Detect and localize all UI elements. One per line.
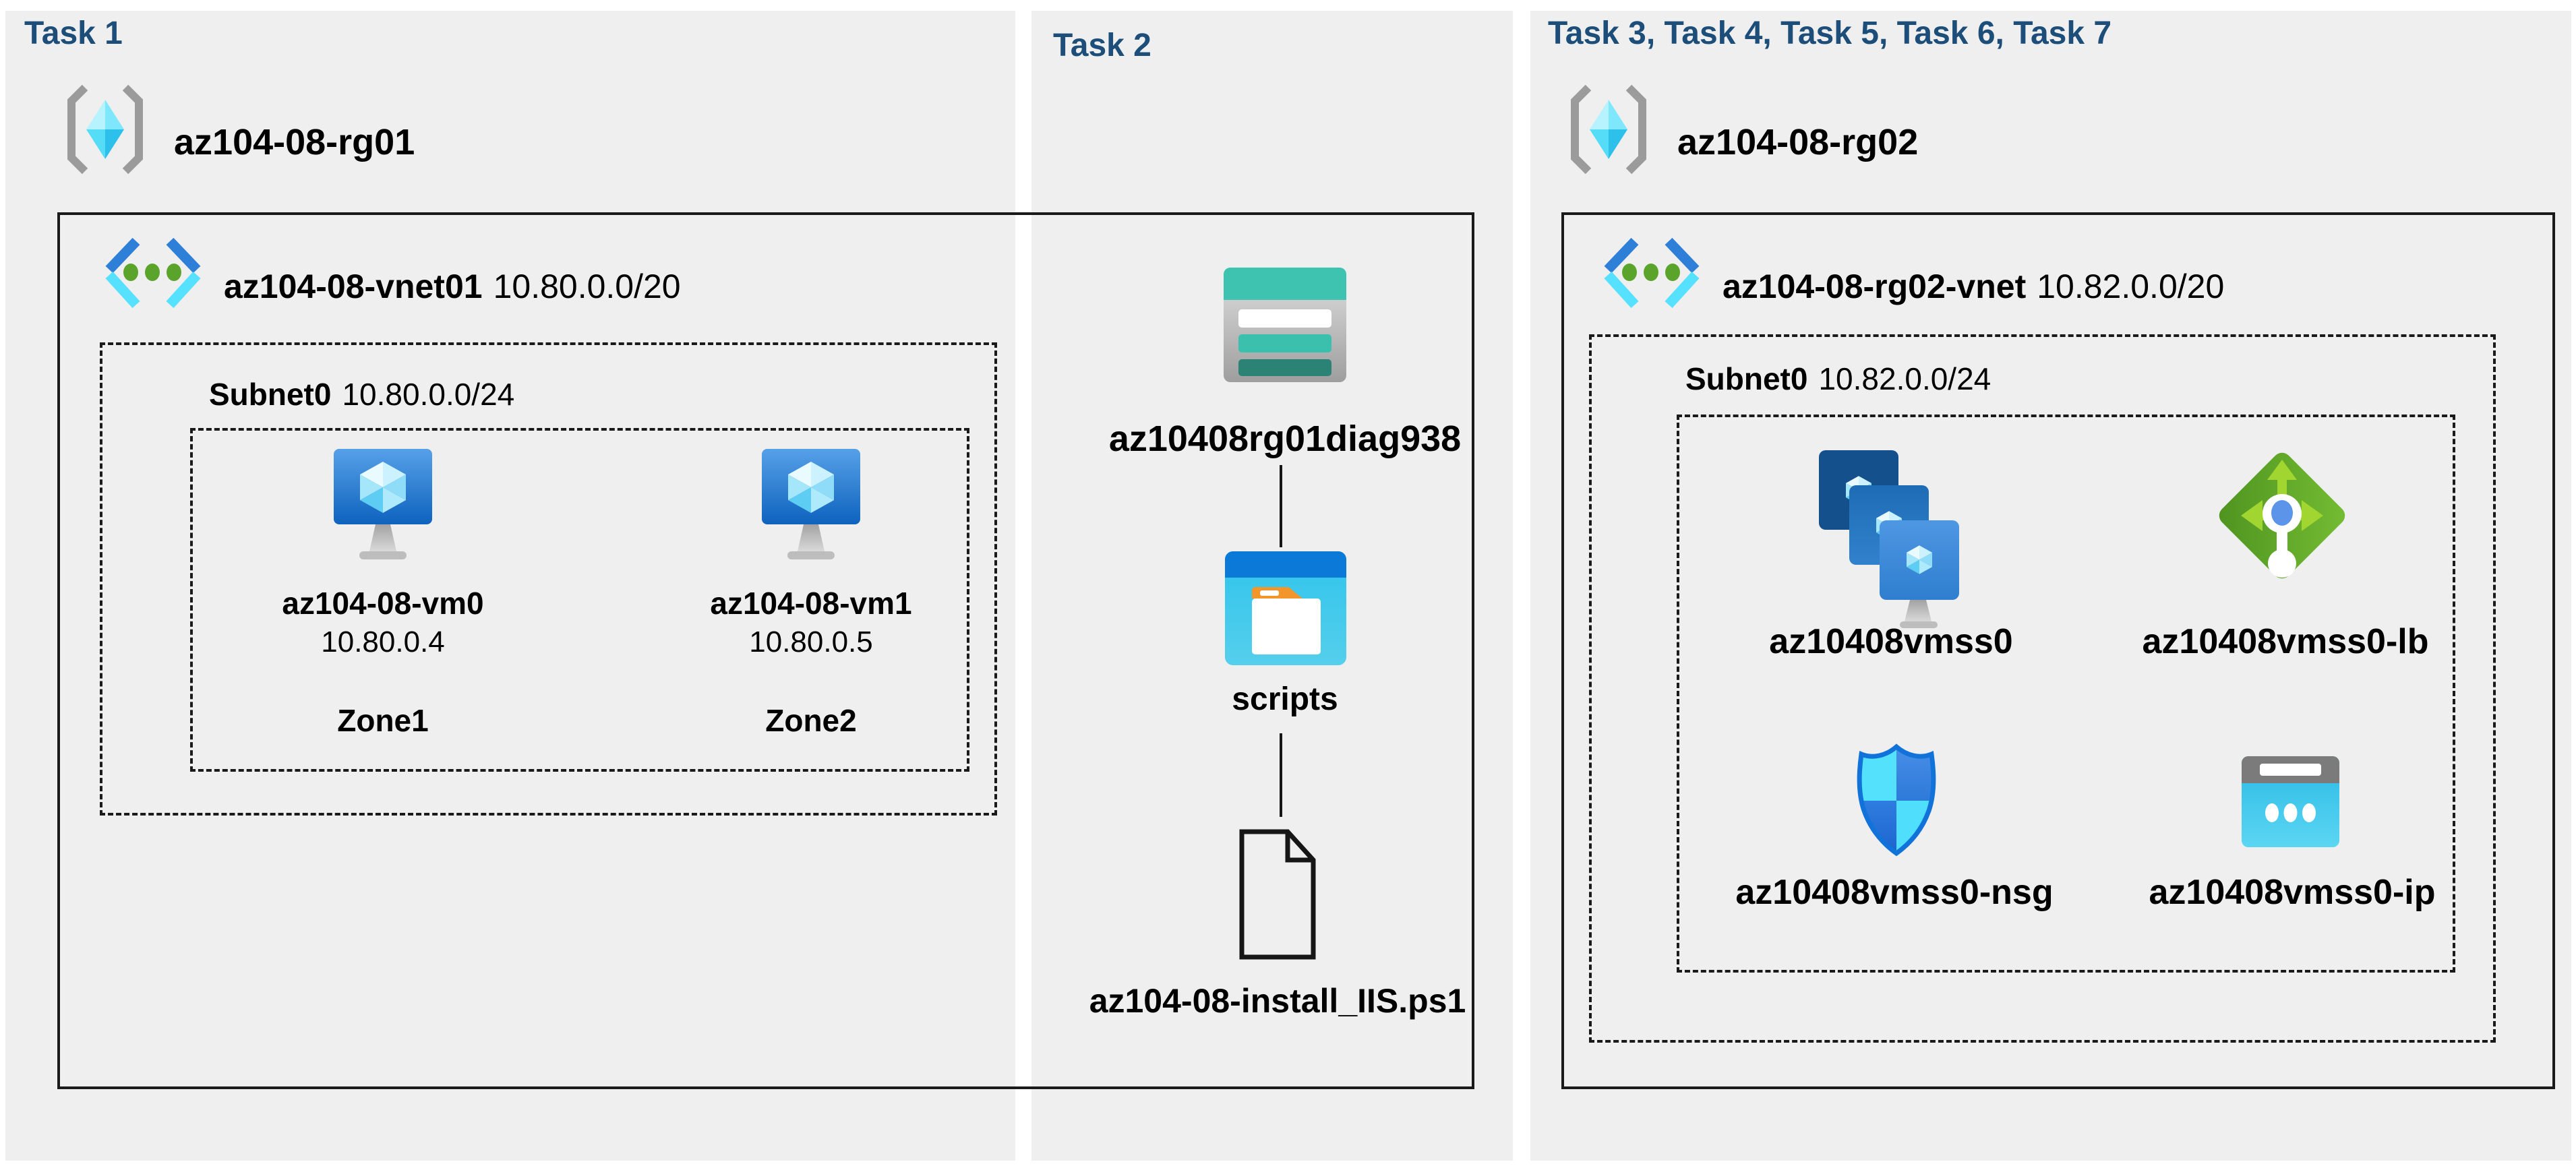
vnet-icon (105, 237, 201, 309)
load-balancer-label: az10408vmss0-lb (2142, 622, 2429, 661)
powershell-file-icon (1239, 829, 1316, 960)
title-task2: Task 2 (1053, 28, 1151, 63)
resource-group-icon (67, 84, 143, 175)
virtual-machine-icon (762, 449, 860, 559)
subnet-label: Subnet0 10.80.0.0/24 (209, 376, 514, 412)
subnet-cidr: 10.80.0.0/24 (342, 377, 515, 412)
storage-account-icon (1224, 268, 1346, 382)
vm-zone-label: Zone2 (765, 703, 857, 738)
vnet-cidr: 10.80.0.0/20 (493, 268, 681, 305)
connector-line (1280, 733, 1282, 817)
title-task3to7: Task 3, Task 4, Task 5, Task 6, Task 7 (1548, 16, 2112, 51)
vnet-icon (1604, 237, 1700, 309)
vnet-name: az104-08-vnet01 (224, 268, 483, 305)
resources-box (1677, 415, 2455, 973)
vnet-cidr: 10.82.0.0/20 (2037, 268, 2225, 305)
subnet-cidr: 10.82.0.0/24 (1818, 361, 1991, 396)
vm-ip-label: 10.80.0.5 (749, 625, 873, 658)
virtual-machine-icon (334, 449, 432, 559)
vm-ip-label: 10.80.0.4 (321, 625, 445, 658)
subnet-name: Subnet0 (209, 377, 332, 412)
network-security-group-icon (1857, 743, 1936, 857)
vmss-label: az10408vmss0 (1769, 622, 2013, 661)
resource-group-label: az104-08-rg02 (1677, 122, 1919, 162)
resource-group-label: az104-08-rg01 (174, 122, 415, 162)
vm-zone-box (190, 428, 969, 772)
panel-task1 (5, 11, 1015, 1161)
vm-name-label: az104-08-vm1 (710, 586, 912, 621)
scripts-container-label: scripts (1232, 681, 1338, 717)
group-box-task1-task2 (57, 212, 1474, 1089)
subnet-name: Subnet0 (1685, 361, 1808, 396)
scripts-container-icon (1225, 551, 1346, 665)
subnet-box (100, 342, 997, 816)
vnet-label: az104-08-rg02-vnet 10.82.0.0/20 (1723, 267, 2224, 306)
vnet-name: az104-08-rg02-vnet (1723, 268, 2027, 305)
connector-line (1280, 465, 1282, 547)
subnet-label: Subnet0 10.82.0.0/24 (1685, 361, 1991, 397)
public-ip-label: az10408vmss0-ip (2149, 873, 2436, 912)
title-task1: Task 1 (24, 16, 123, 51)
public-ip-icon (2242, 756, 2339, 847)
load-balancer-icon (2219, 452, 2345, 579)
network-security-group-label: az10408vmss0-nsg (1735, 873, 2054, 912)
storage-account-label: az10408rg01diag938 (1108, 419, 1462, 459)
vnet-label: az104-08-vnet01 10.80.0.0/20 (224, 267, 681, 306)
vm-scale-set-icon (1819, 450, 1959, 628)
resource-group-icon (1571, 84, 1646, 175)
subnet-box (1589, 334, 2496, 1043)
panel-task3to7 (1530, 11, 2571, 1161)
group-box-task3to7 (1561, 212, 2555, 1089)
vm-name-label: az104-08-vm0 (282, 586, 484, 621)
vm-zone-label: Zone1 (337, 703, 429, 738)
powershell-file-label: az104-08-install_IIS.ps1 (1089, 982, 1466, 1020)
